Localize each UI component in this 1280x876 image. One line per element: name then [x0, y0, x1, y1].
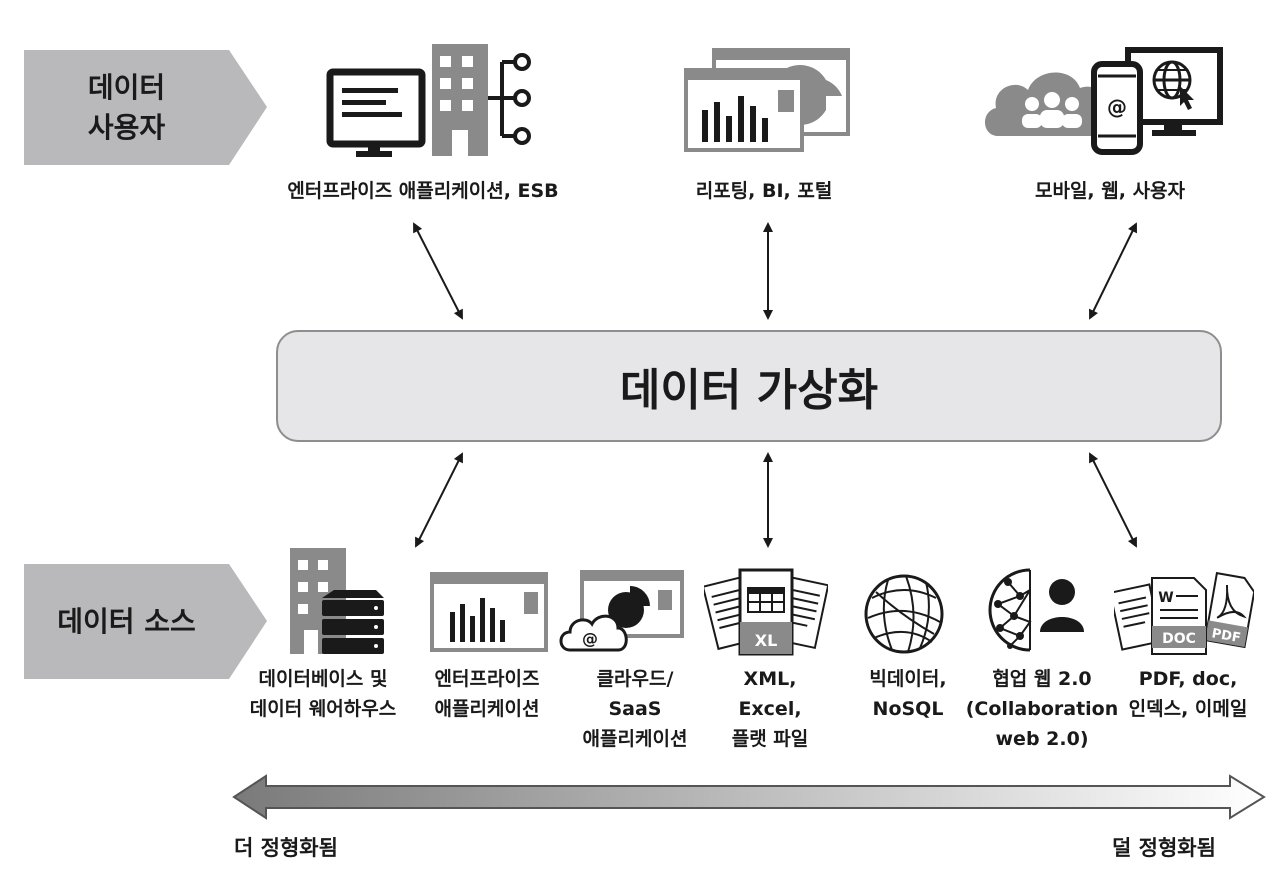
arrow-sources-right [1089, 452, 1137, 548]
sources-tag-shape [24, 564, 267, 679]
sources-tag-label: 데이터 소스 [57, 604, 196, 638]
data-virtualization-box: 데이터 가상화 [276, 330, 1222, 442]
users-tag: 데이터 사용자 [24, 50, 269, 165]
doc-label-icon: DOC [1162, 631, 1196, 647]
scale-label-more-structured: 더 정형화됨 [234, 836, 338, 860]
source-label-enterprise-app: 엔터프라이즈 애플리케이션 [434, 668, 540, 720]
arrow-sources-left [415, 452, 463, 548]
cloud-app-window-icon: @ [559, 570, 684, 652]
arrow-mobile-web [1089, 222, 1137, 320]
pdf-doc-files-icon: PDF W DOC [1114, 572, 1254, 655]
top-label-reporting: 리포팅, BI, 포털 [695, 180, 833, 202]
database-building-icon [290, 548, 384, 654]
pdf-label-icon: PDF [1210, 626, 1241, 646]
source-label-cloud-saas: 클라우드/ SaaS 애플리케이션 [582, 668, 688, 750]
cloud-at-icon: @ [582, 629, 598, 648]
top-label-enterprise: 엔터프라이즈 애플리케이션, ESB [287, 180, 559, 202]
source-label-xml-excel: XML, Excel, 플랫 파일 [731, 668, 809, 750]
users-tag-line1: 데이터 [87, 70, 166, 104]
cloud-users-mobile-web-icon: @ [984, 47, 1223, 155]
users-tag-shape [24, 50, 267, 165]
arrow-enterprise [413, 222, 463, 320]
sources-tag: 데이터 소스 [24, 564, 269, 679]
users-tag-line2: 사용자 [87, 110, 166, 144]
source-label-collaboration: 협업 웹 2.0 (Collaboration web 2.0) [965, 668, 1119, 750]
top-label-mobile-web: 모바일, 웹, 사용자 [1034, 180, 1186, 202]
monitor-building-network-icon [326, 44, 531, 157]
source-label-database: 데이터베이스 및 데이터 웨어하우스 [249, 668, 397, 720]
xl-files-icon: XL [704, 568, 828, 656]
report-windows-chart-icon [684, 48, 850, 152]
source-label-pdf-doc: PDF, doc, 인덱스, 이메일 [1128, 668, 1248, 720]
app-window-chart-icon [430, 572, 548, 652]
at-sign-icon: @ [1107, 95, 1127, 119]
globe-network-icon [864, 574, 944, 654]
structure-scale-arrow [232, 774, 1266, 820]
network-person-icon [988, 568, 1084, 652]
scale-label-less-structured: 덜 정형화됨 [1112, 836, 1216, 860]
word-w-icon: W [1158, 590, 1173, 606]
source-label-bigdata: 빅데이터, NoSQL [869, 668, 947, 720]
xl-label-icon: XL [755, 631, 778, 650]
